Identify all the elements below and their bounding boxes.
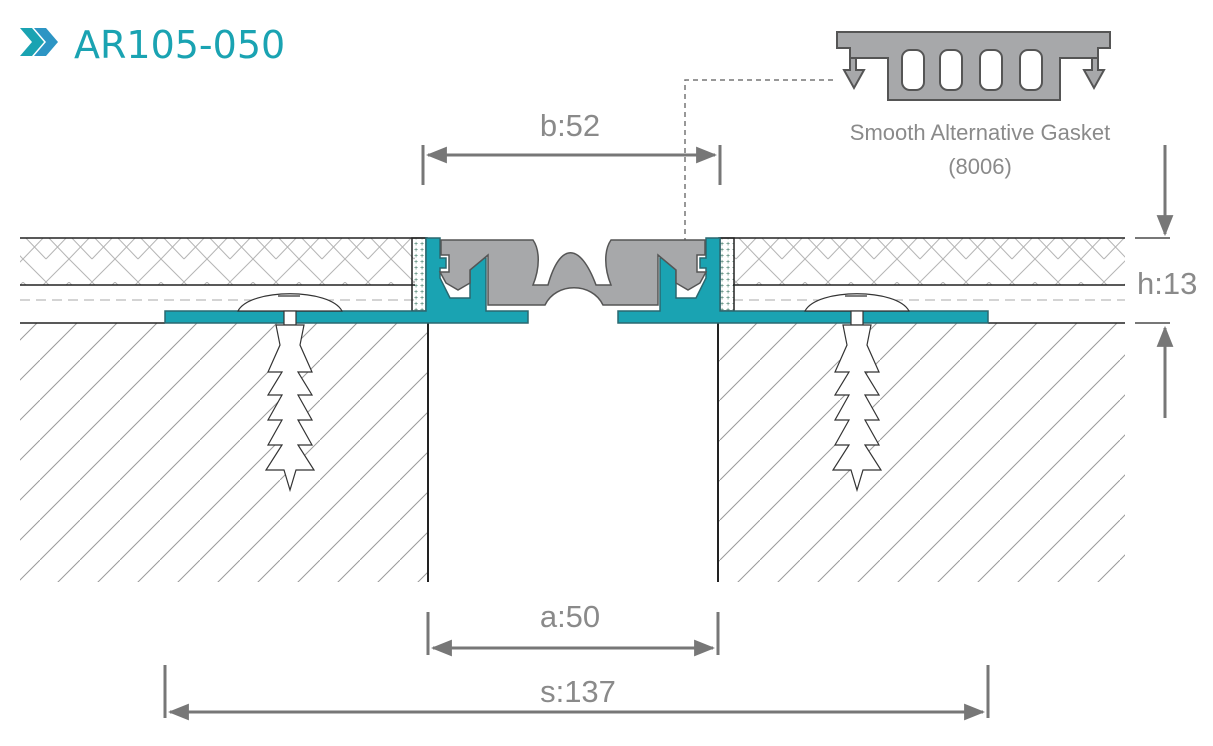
dimension-a-label: a:50 [540, 599, 600, 634]
title-chevrons-icon [20, 28, 58, 56]
aluminium-profile [164, 237, 989, 324]
dimension-b-label: b:52 [540, 108, 600, 143]
gasket-label: Smooth Alternative Gasket [850, 120, 1110, 145]
leader-line [684, 79, 833, 248]
floor-layers-left [20, 237, 428, 312]
substrate-left [20, 322, 429, 582]
dimension-h [1135, 145, 1174, 418]
dimension-s-label: s:137 [540, 674, 616, 709]
gasket-profile-icon [836, 31, 1111, 101]
substrate-right [717, 322, 1125, 582]
joint-gasket [438, 239, 708, 306]
dimension-s [163, 665, 990, 721]
screw-anchor-right [804, 293, 910, 493]
dimension-b [421, 145, 722, 185]
floor-layers-right [718, 237, 1125, 312]
gasket-code: (8006) [948, 154, 1012, 179]
product-title: AR105-050 [74, 23, 285, 67]
dimension-a [426, 612, 720, 657]
screw-anchor-left [237, 293, 343, 493]
dimension-h-label: h:13 [1137, 266, 1197, 301]
